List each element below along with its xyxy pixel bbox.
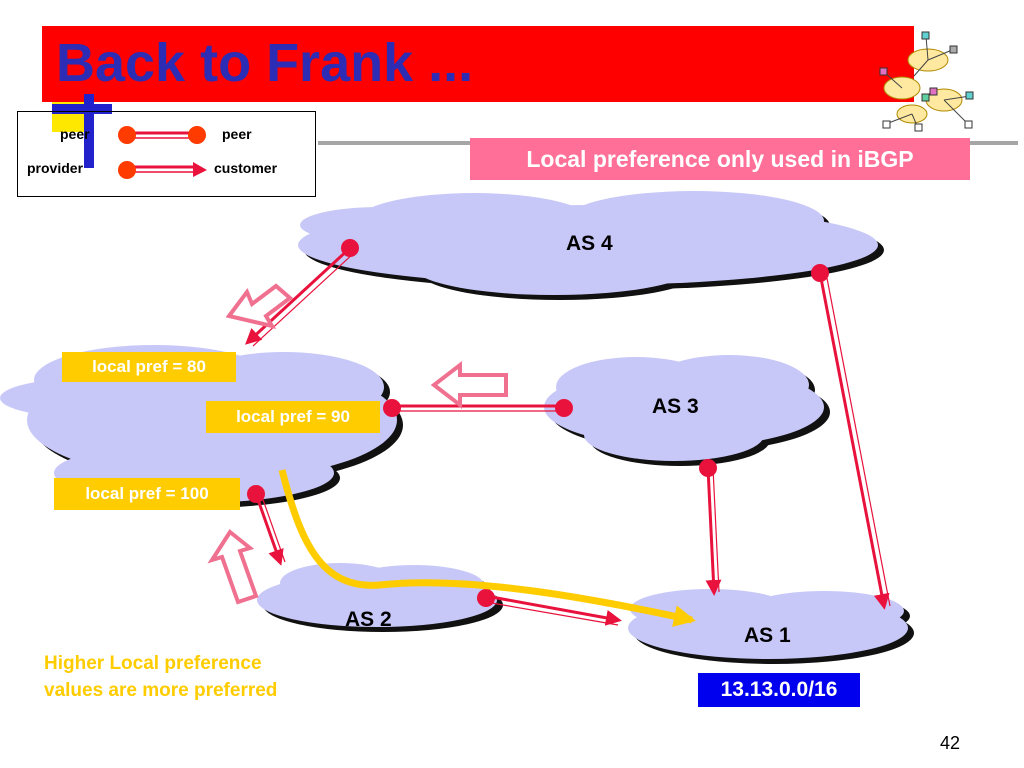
as4-label: AS 4	[566, 232, 613, 255]
legend-peer-right: peer	[222, 126, 252, 142]
hollow-arrow-icon	[430, 360, 508, 410]
legend-peer-left: peer	[60, 126, 90, 142]
ibgp-label: Local preference only used in iBGP	[470, 138, 970, 180]
selected-route-path	[278, 469, 696, 627]
legend-box	[17, 111, 316, 197]
as1-label: AS 1	[744, 624, 791, 647]
local-pref-90: local pref = 90	[206, 401, 380, 433]
local-pref-80: local pref = 80	[62, 352, 236, 382]
cloud-as1	[628, 589, 914, 664]
note-text: Higher Local preference values are more …	[44, 653, 278, 701]
hollow-arrow-icon	[225, 283, 294, 330]
cloud-as3	[544, 355, 830, 466]
slide-title: Back to Frank ...	[56, 33, 474, 93]
title-bar	[42, 26, 914, 102]
page-number: 42	[940, 733, 961, 753]
legend-lines	[118, 126, 207, 179]
prefix-label: 13.13.0.0/16	[698, 673, 860, 707]
as2-label: AS 2	[345, 608, 392, 631]
cloud-as2	[257, 563, 503, 632]
link-endpoints	[247, 239, 829, 607]
local-pref-100: local pref = 100	[54, 478, 240, 510]
network-clouds-icon	[879, 31, 974, 132]
legend-customer: customer	[214, 160, 278, 176]
hollow-arrow-icon	[207, 529, 259, 605]
as3-label: AS 3	[652, 395, 699, 418]
decor-blue-horizontal	[52, 104, 112, 114]
legend-provider: provider	[27, 160, 84, 176]
decor-blue-vertical	[84, 94, 94, 168]
cloud-as4	[298, 191, 884, 300]
